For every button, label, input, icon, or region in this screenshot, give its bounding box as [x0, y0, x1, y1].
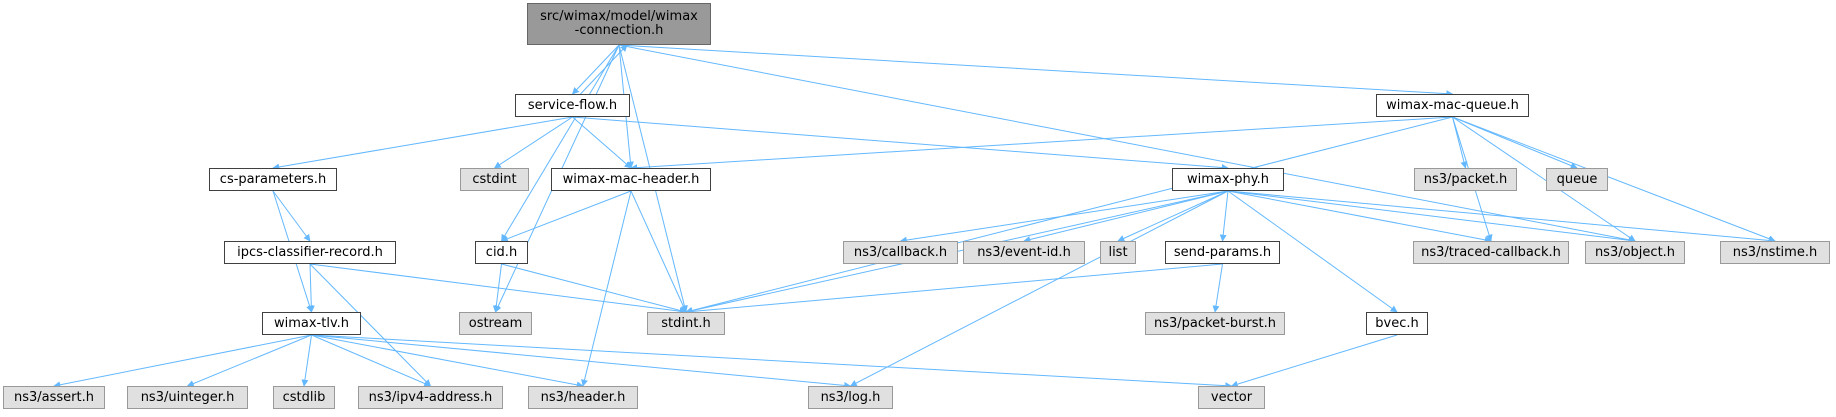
node-stdint[interactable]: stdint.h	[647, 312, 725, 335]
edge-wimax_tlv-to-ns3_ipv4_address	[311, 334, 432, 387]
edge-ipcs-to-ns3_ipv4_address	[309, 263, 431, 387]
edge-root-to-ns3_object	[618, 44, 1636, 244]
node-ns3-object[interactable]: ns3/object.h	[1585, 241, 1685, 264]
edge-cid-to-stdint	[501, 263, 687, 314]
node-cstdint[interactable]: cstdint	[460, 168, 529, 191]
node-ns3-callback[interactable]: ns3/callback.h	[843, 241, 958, 264]
edge-service_flow-to-wimax_mac_header	[572, 116, 632, 169]
edge-wimax_mac_header-to-stdint	[630, 190, 687, 313]
edge-service_flow-to-cstdint	[493, 116, 573, 169]
edge-service_flow-to-wimax_phy	[572, 116, 1229, 172]
edge-wimax_phy-to-ns3_event_id	[1023, 190, 1229, 243]
edge-wimax_mac_queue-to-wimax_mac_header	[630, 116, 1453, 172]
node-ns3-nstime[interactable]: ns3/nstime.h	[1720, 241, 1830, 264]
edge-wimax_tlv-to-ns3_log	[311, 334, 852, 389]
node-wimax-tlv[interactable]: wimax-tlv.h	[262, 312, 361, 335]
edge-wimax_mac_queue-to-ns3_object	[1452, 116, 1636, 242]
edge-service_flow-to-root	[580, 44, 628, 95]
node-cstdlib[interactable]: cstdlib	[273, 386, 335, 409]
edge-wimax_phy-to-send_params	[1219, 190, 1229, 242]
node-ns3-assert[interactable]: ns3/assert.h	[3, 386, 105, 409]
edge-wimax_phy-to-ns3_callback	[899, 190, 1229, 244]
node-ns3-packet[interactable]: ns3/packet.h	[1414, 168, 1517, 191]
node-ostream[interactable]: ostream	[459, 312, 532, 335]
edge-cid-to-ostream	[492, 263, 502, 313]
edge-wimax_tlv-to-ns3_header	[311, 334, 584, 389]
node-cid[interactable]: cid.h	[475, 241, 528, 264]
edge-cs_parameters-to-ipcs	[272, 190, 311, 242]
edge-wimax_tlv-to-vector	[311, 334, 1233, 390]
edge-wimax_mac_header-to-cid	[500, 190, 632, 242]
node-wimax-mac-header[interactable]: wimax-mac-header.h	[551, 168, 711, 191]
node-ns3-ipv4-address[interactable]: ns3/ipv4-address.h	[358, 386, 503, 409]
edge-wimax_phy-to-ns3_log	[849, 190, 1229, 387]
edge-wimax_mac_header-to-ns3_header	[581, 190, 632, 387]
edge-wimax_phy-to-bvec	[1227, 190, 1398, 313]
edge-root-to-cid	[501, 44, 620, 242]
node-queue[interactable]: queue	[1546, 168, 1608, 191]
node-bvec[interactable]: bvec.h	[1366, 312, 1428, 335]
edge-wimax_tlv-to-cstdlib	[301, 334, 312, 387]
node-ns3-packet-burst[interactable]: ns3/packet-burst.h	[1145, 312, 1285, 335]
edge-service_flow-to-cs_parameters	[272, 116, 573, 171]
node-list[interactable]: list	[1100, 241, 1136, 264]
edge-bvec-to-vector	[1230, 334, 1398, 388]
node-ns3-header[interactable]: ns3/header.h	[528, 386, 638, 409]
edge-wimax_phy-to-ns3_traced_callback	[1227, 190, 1492, 244]
node-ns3-event-id[interactable]: ns3/event-id.h	[963, 241, 1085, 264]
edge-wimax_phy-to-ns3_object	[1227, 190, 1636, 244]
node-vector[interactable]: vector	[1198, 386, 1265, 409]
node-send-params[interactable]: send-params.h	[1165, 241, 1280, 264]
edge-wimax_tlv-to-ns3_uinteger	[186, 334, 312, 387]
node-ns3-log[interactable]: ns3/log.h	[808, 386, 893, 409]
node-ns3-uinteger[interactable]: ns3/uinteger.h	[127, 386, 248, 409]
node-service-flow[interactable]: service-flow.h	[515, 94, 630, 117]
edge-root-to-service_flow	[572, 44, 620, 95]
edge-wimax_mac_queue-to-stdint	[685, 116, 1453, 314]
edge-wimax_mac_queue-to-ns3_nstime	[1452, 116, 1776, 243]
node-root-wimax-connection[interactable]: src/wimax/model/wimax -connection.h	[527, 3, 711, 45]
edge-ipcs-to-wimax_tlv	[307, 263, 315, 313]
edge-send_params-to-ns3_packet_burst	[1212, 263, 1223, 313]
node-ipcs-classifier-record[interactable]: ipcs-classifier-record.h	[224, 241, 396, 264]
node-cs-parameters[interactable]: cs-parameters.h	[209, 168, 337, 191]
edge-wimax_phy-to-ns3_nstime	[1227, 190, 1776, 244]
edge-wimax_phy-to-list	[1117, 190, 1229, 242]
edge-root-to-wimax_mac_queue	[618, 44, 1454, 98]
edge-send_params-to-stdint	[685, 263, 1223, 315]
node-wimax-mac-queue[interactable]: wimax-mac-queue.h	[1376, 94, 1529, 117]
node-wimax-phy[interactable]: wimax-phy.h	[1172, 168, 1284, 191]
node-ns3-traced-callback[interactable]: ns3/traced-callback.h	[1413, 241, 1569, 264]
edge-wimax_tlv-to-ns3_assert	[53, 334, 312, 389]
